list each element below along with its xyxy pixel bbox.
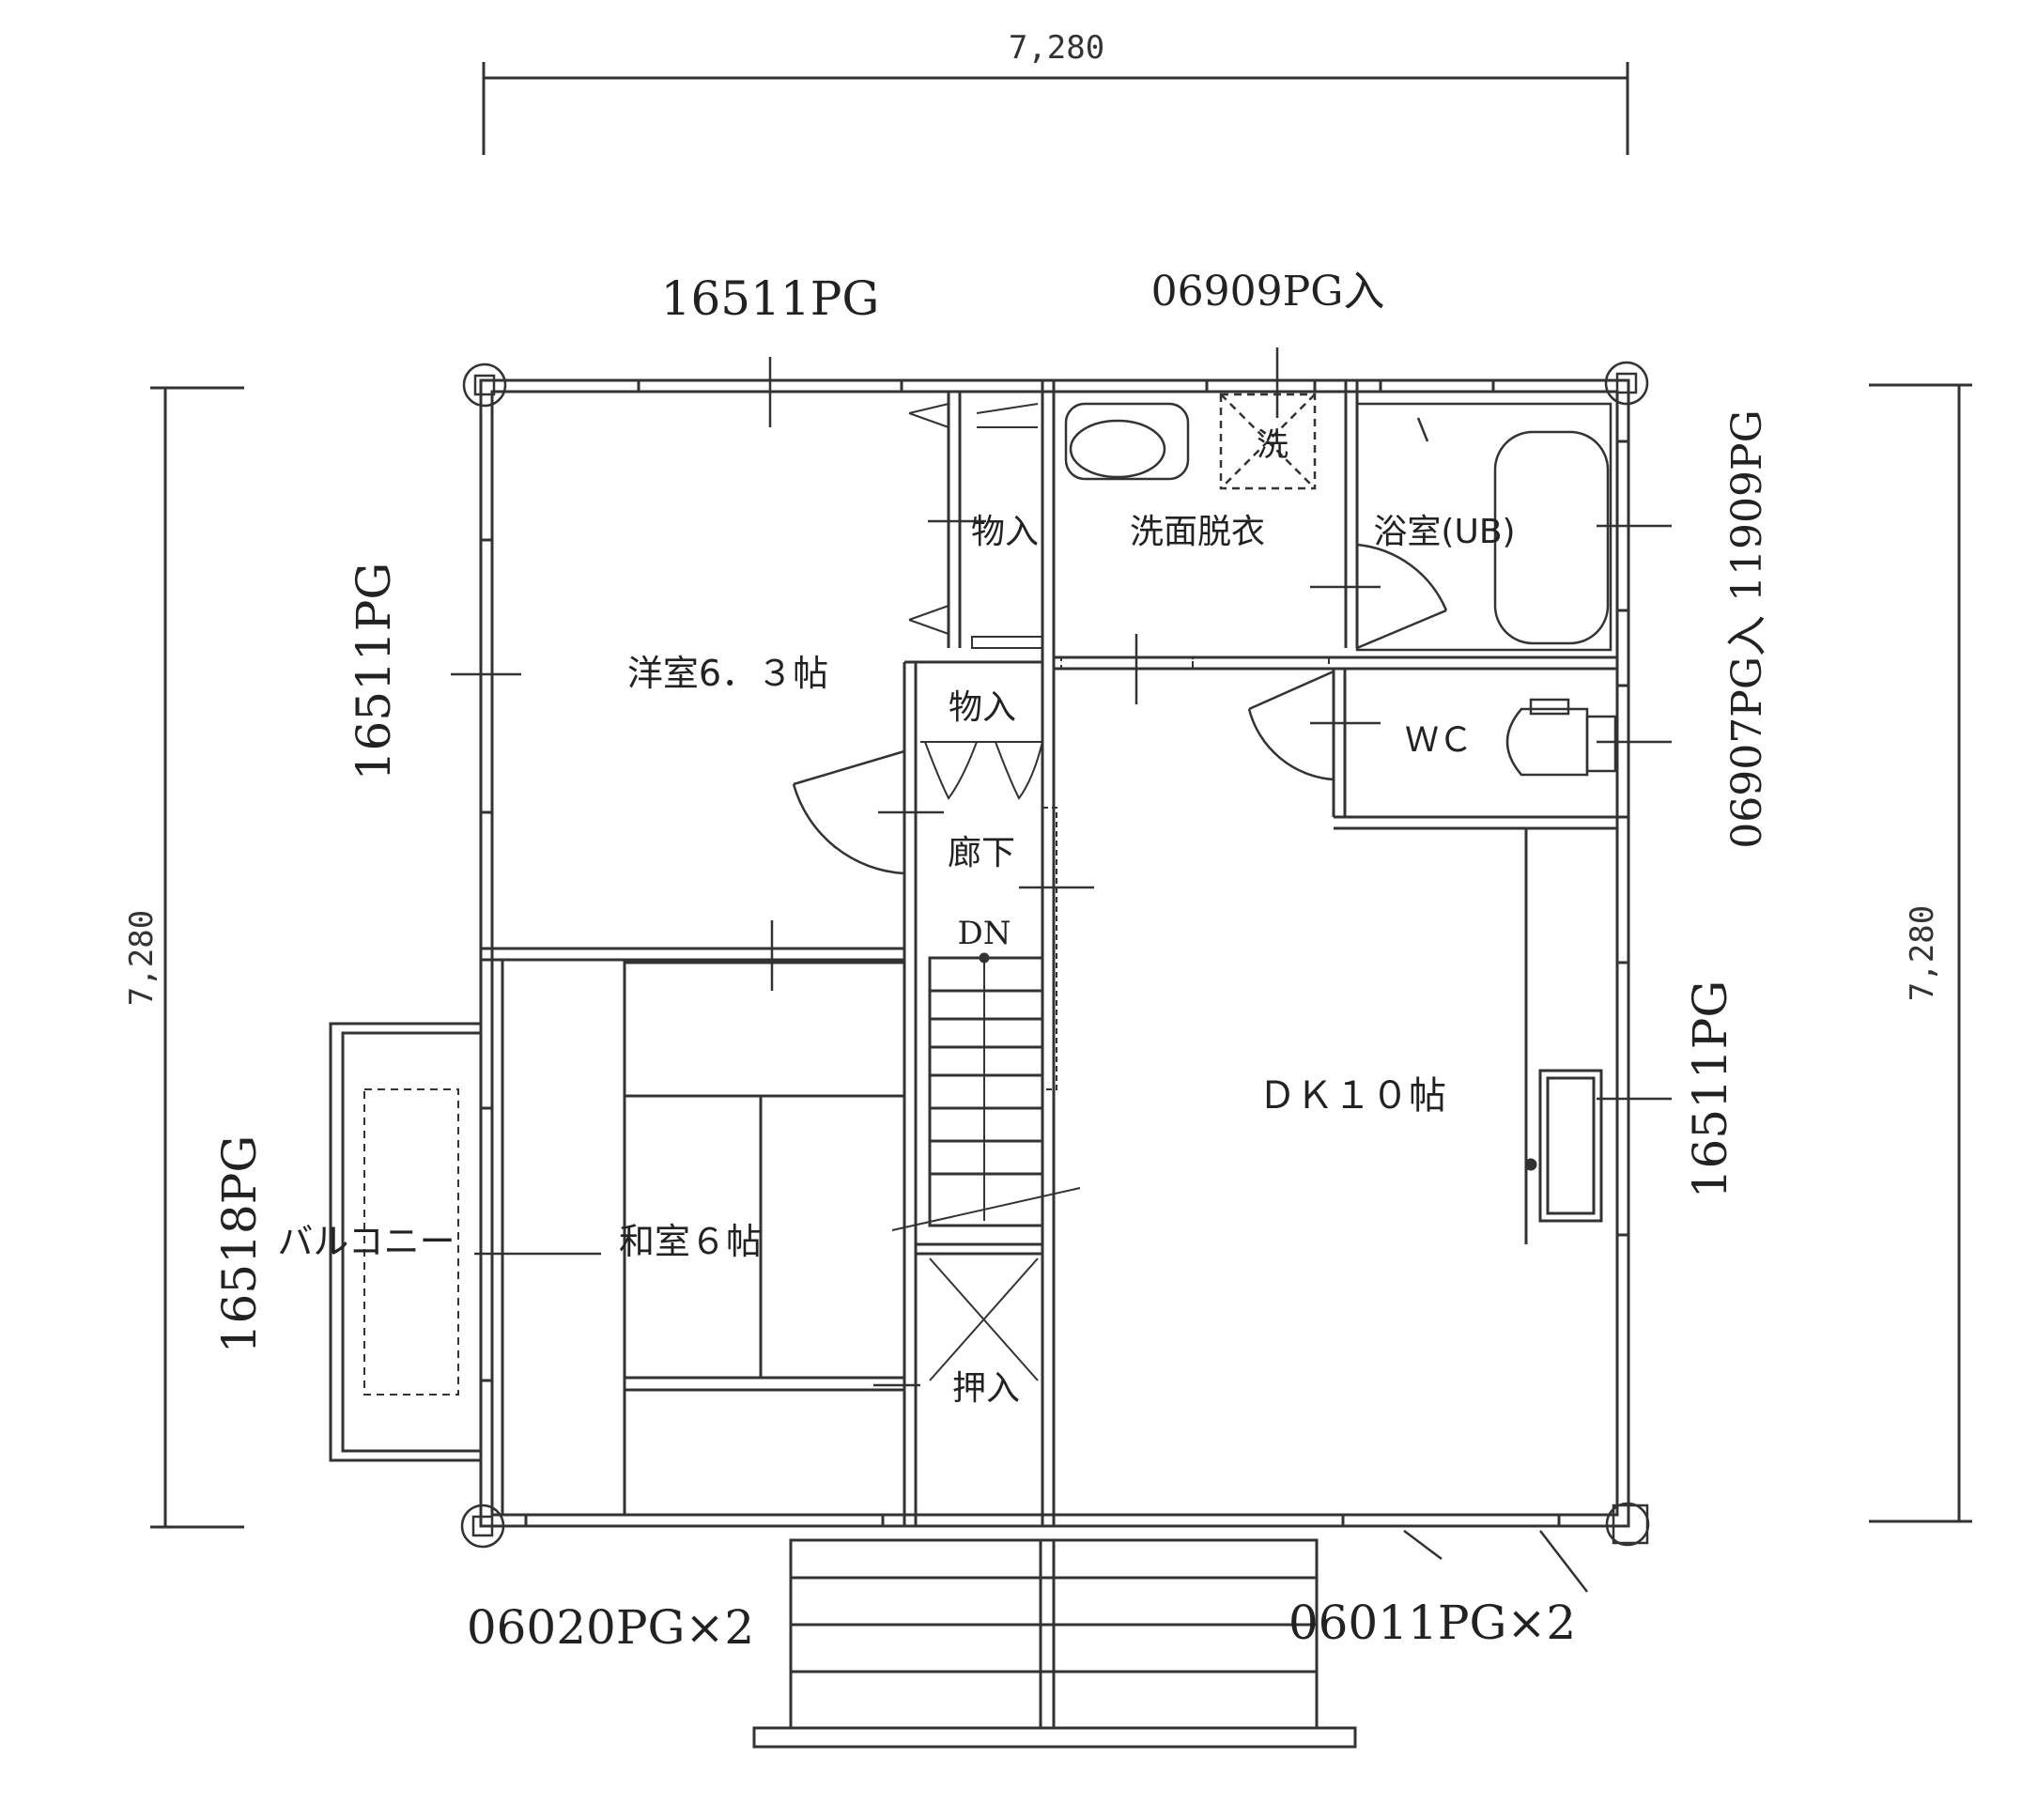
swing-doors: [792, 543, 1448, 875]
dimension-top-label: 7,280: [1009, 29, 1104, 67]
dimension-right-label: 7,280: [1904, 905, 1941, 1001]
interior-walls: [481, 380, 1617, 1526]
room-label-washer: 洗: [1257, 426, 1289, 464]
oshiire-cross: [929, 1257, 1039, 1381]
room-label-japanese: 和室６帖: [619, 1221, 762, 1262]
window-label-left-upper: 16511PG: [347, 563, 401, 781]
window-label-right-upper: 06907PG入 11909PG: [1723, 409, 1771, 848]
dimension-right: [1869, 383, 1972, 1523]
staircase: [891, 952, 1081, 1231]
window-label-top-center: 06909PG入: [1151, 268, 1385, 316]
closet-doors-top: [908, 403, 1043, 649]
window-label-top-left: 16511PG: [661, 271, 880, 326]
dimension-left-label: 7,280: [123, 910, 161, 1006]
dimension-left: [150, 386, 244, 1529]
sliding-door: [1042, 656, 1330, 1090]
stairs-dn-label: DN: [957, 915, 1011, 952]
window-label-right-lower: 16511PG: [1683, 980, 1737, 1199]
room-label-hallway: 廊下: [948, 834, 1015, 872]
window-label-bottom-right: 06011PG×2: [1289, 1596, 1576, 1650]
room-label-dk: ＤＫ１０帖: [1258, 1074, 1446, 1118]
window-ticks: [451, 347, 1672, 1593]
window-label-bottom-left: 06020PG×2: [467, 1600, 754, 1655]
room-label-western: 洋室6．３帖: [627, 653, 828, 694]
window-marks: [479, 378, 1630, 1528]
closet-doors-mid: [920, 741, 1043, 800]
room-label-washroom: 洗面脱衣: [1130, 513, 1265, 551]
dimension-top: [482, 62, 1629, 155]
entrance-steps: [752, 1538, 1357, 1749]
room-label-closet-mid: 物入: [949, 688, 1016, 727]
room-label-balcony: バルコニー: [277, 1221, 455, 1262]
room-label-oshiire: 押入: [952, 1369, 1020, 1408]
room-label-bath: 浴室(UB): [1373, 513, 1515, 551]
room-label-wc: ＷＣ: [1405, 721, 1473, 760]
kitchen-counter: [1524, 828, 1603, 1244]
direction-arrows: [770, 519, 1381, 1387]
window-label-left-lower: 16518PG: [212, 1135, 267, 1354]
fixtures: [1064, 393, 1617, 777]
room-label-closet-top: 物入: [971, 513, 1039, 551]
balcony: [329, 1022, 483, 1462]
corner-columns: [460, 361, 1650, 1549]
tatami-mats: [623, 961, 906, 1392]
